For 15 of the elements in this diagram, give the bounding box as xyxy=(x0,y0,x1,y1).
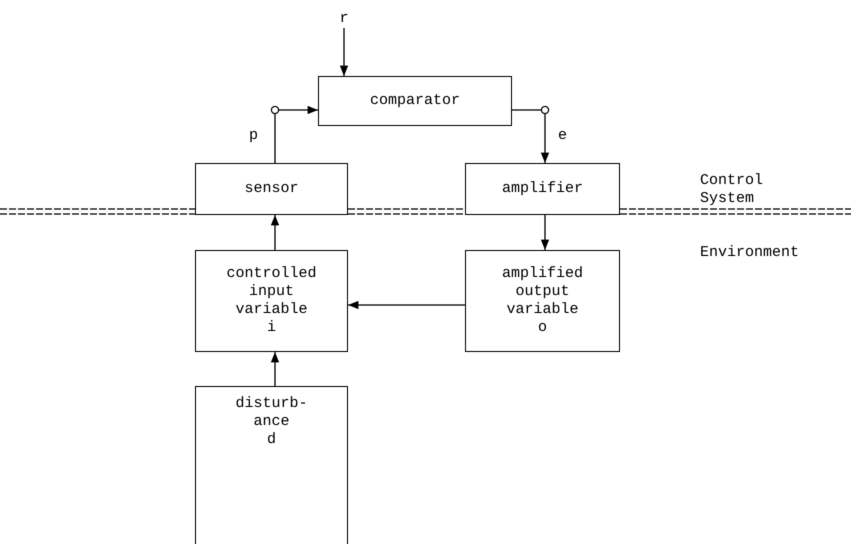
region-label: Control System xyxy=(699,172,764,208)
box-text: i xyxy=(266,319,277,337)
process-box xyxy=(195,250,348,352)
box-text: o xyxy=(536,319,548,337)
process-box xyxy=(195,386,348,544)
process-box xyxy=(465,250,620,352)
process-box xyxy=(195,163,348,215)
box-text: amplifier xyxy=(500,180,584,198)
box-text: comparator xyxy=(368,92,461,110)
node-label: r xyxy=(334,8,354,28)
box-text: d xyxy=(266,431,277,449)
process-box xyxy=(318,76,512,126)
box-text: sensor xyxy=(243,180,300,198)
region-label: Environment xyxy=(699,244,800,262)
process-box xyxy=(465,163,620,215)
